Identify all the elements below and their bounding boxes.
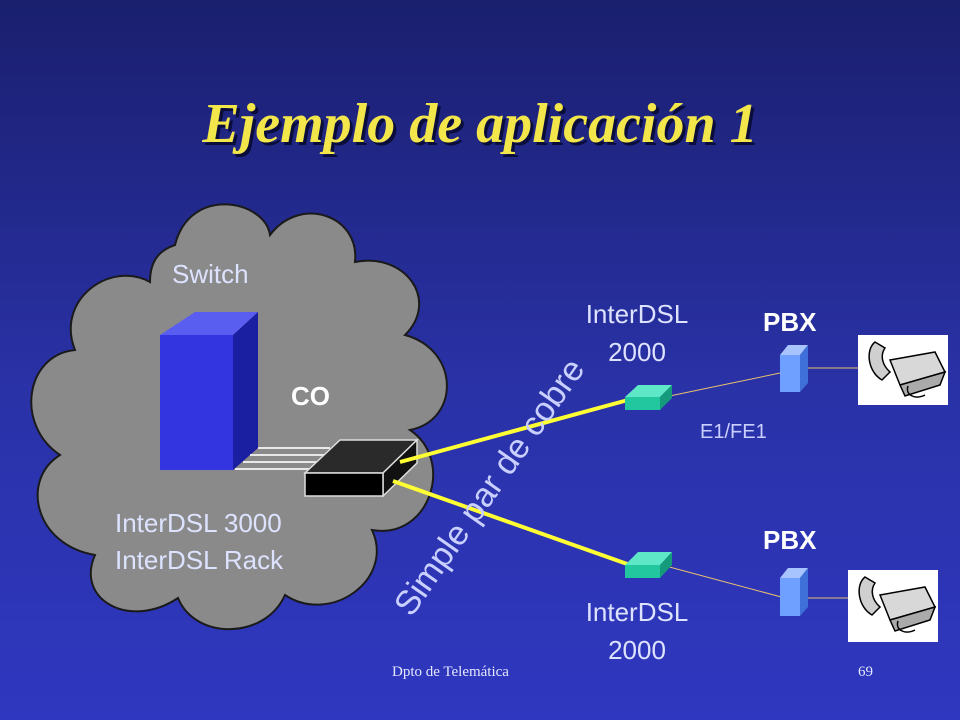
modem-top-label-line1: InterDSL: [585, 299, 689, 329]
page-number: 69: [858, 664, 873, 680]
e1-lines: [659, 367, 870, 599]
modem-top: [625, 385, 672, 410]
co-label: CO: [291, 381, 330, 411]
switch-device: [160, 312, 258, 470]
pbx-top-device: [780, 345, 808, 392]
slide-title: Ejemplo de aplicación 1: [202, 93, 758, 155]
pbx-top-label: PBX: [763, 307, 817, 337]
copper-pair-lines: [392, 398, 631, 567]
switch-rack-links: [235, 447, 330, 470]
rack-label-line1: InterDSL 3000: [115, 508, 282, 538]
modem-bottom: [625, 552, 672, 578]
switch-label: Switch: [172, 259, 249, 289]
modem-bottom-label-line1: InterDSL: [585, 597, 689, 627]
phone-top-icon: [858, 335, 948, 405]
footer-department: Dpto de Telemática: [392, 664, 509, 680]
e1-label: E1/FE1: [700, 421, 767, 443]
modem-top-label-line2: 2000: [608, 337, 666, 367]
phone-bottom-icon: [848, 570, 938, 642]
interdsl-rack-device: [303, 438, 419, 498]
rack-label-line2: InterDSL Rack: [115, 545, 284, 575]
modem-bottom-label-line2: 2000: [608, 635, 666, 665]
pbx-bottom-device: [780, 568, 808, 616]
pbx-bottom-label: PBX: [763, 525, 817, 555]
